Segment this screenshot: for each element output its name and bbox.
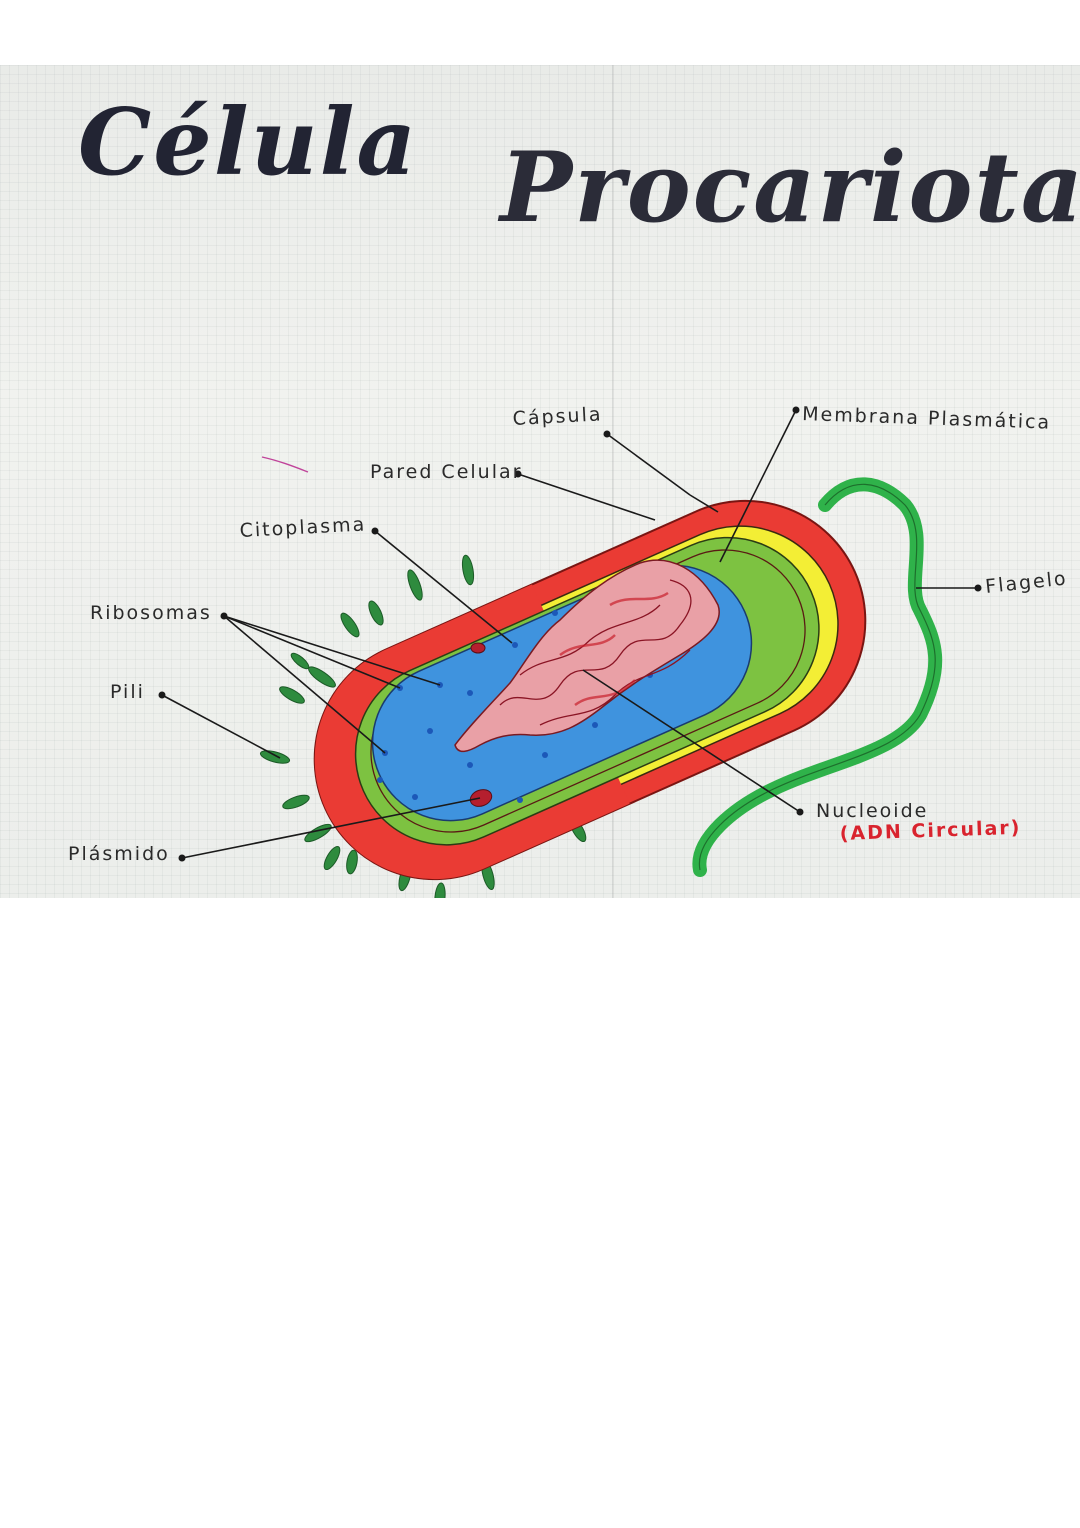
label-pared: Pared Celular <box>370 461 522 483</box>
dot-capsula <box>603 430 611 438</box>
leader-ribosomas-3 <box>223 615 386 754</box>
dot-nucleoide <box>796 808 804 816</box>
flagellum-outline <box>698 483 936 871</box>
pen-stroke-mark <box>261 456 309 473</box>
pilus <box>323 845 341 871</box>
dot-citoplasma <box>371 527 379 535</box>
title-line-1: Célula <box>78 88 419 196</box>
leader-ribosomas-2 <box>223 615 401 689</box>
pilus <box>346 849 358 875</box>
leader-ribosomas-1 <box>223 615 441 686</box>
pilus <box>279 686 305 704</box>
leader-capsula-2 <box>689 494 719 513</box>
label-flagelo: Flagelo <box>984 567 1068 598</box>
dot-membrana <box>792 406 800 414</box>
leader-pili <box>161 694 281 759</box>
ribosome <box>517 797 523 803</box>
leader-nucleoide <box>582 669 801 813</box>
label-capsula: Cápsula <box>512 403 603 430</box>
plasmid-small <box>470 642 486 654</box>
pilus <box>282 794 310 810</box>
nucleoid-body <box>454 559 720 753</box>
nucleoid-strands <box>499 579 692 726</box>
pilus <box>308 666 336 688</box>
label-plasmido: Plásmido <box>68 843 170 865</box>
leader-plasmido <box>181 797 481 859</box>
ribosome <box>467 690 473 696</box>
leader-citoplasma <box>374 530 513 644</box>
paper-fold <box>612 65 614 898</box>
ribosome <box>427 728 433 734</box>
pilus <box>434 882 446 898</box>
pilus <box>407 569 423 601</box>
ribosome <box>377 777 383 783</box>
dot-pili <box>158 691 166 699</box>
pilus <box>290 652 310 670</box>
nucleoid-red-strands <box>559 591 669 707</box>
leader-capsula <box>606 433 691 496</box>
pilus <box>368 600 384 626</box>
leader-pared <box>517 473 656 521</box>
label-citoplasma: Citoplasma <box>239 513 367 542</box>
plasmids <box>469 642 493 807</box>
cell-diagram: Cápsula Membrana Plasmática Pared Celula… <box>68 403 1069 898</box>
ribosome <box>467 762 473 768</box>
pilus <box>461 554 475 586</box>
ribosome <box>542 752 548 758</box>
plasmid <box>469 789 493 807</box>
label-membrana: Membrana Plasmática <box>802 403 1052 434</box>
nucleoid <box>454 559 720 753</box>
dot-plasmido <box>178 854 186 862</box>
ribosome <box>592 722 598 728</box>
ribosome <box>412 794 418 800</box>
ribosome <box>552 610 558 616</box>
pilus <box>259 750 291 764</box>
label-ribosomas: Ribosomas <box>90 602 212 624</box>
leader-lines <box>158 406 982 862</box>
title-line-2: Procariota <box>500 131 1080 244</box>
dot-pared <box>514 470 522 478</box>
label-nucleoide: Nucleoide <box>816 800 928 822</box>
dot-ribosomas <box>220 612 228 620</box>
label-pili: Pili <box>110 681 145 703</box>
pilus <box>340 612 360 638</box>
leader-membrana <box>719 409 797 563</box>
ribosome <box>512 642 518 648</box>
dot-flagelo <box>974 584 982 592</box>
